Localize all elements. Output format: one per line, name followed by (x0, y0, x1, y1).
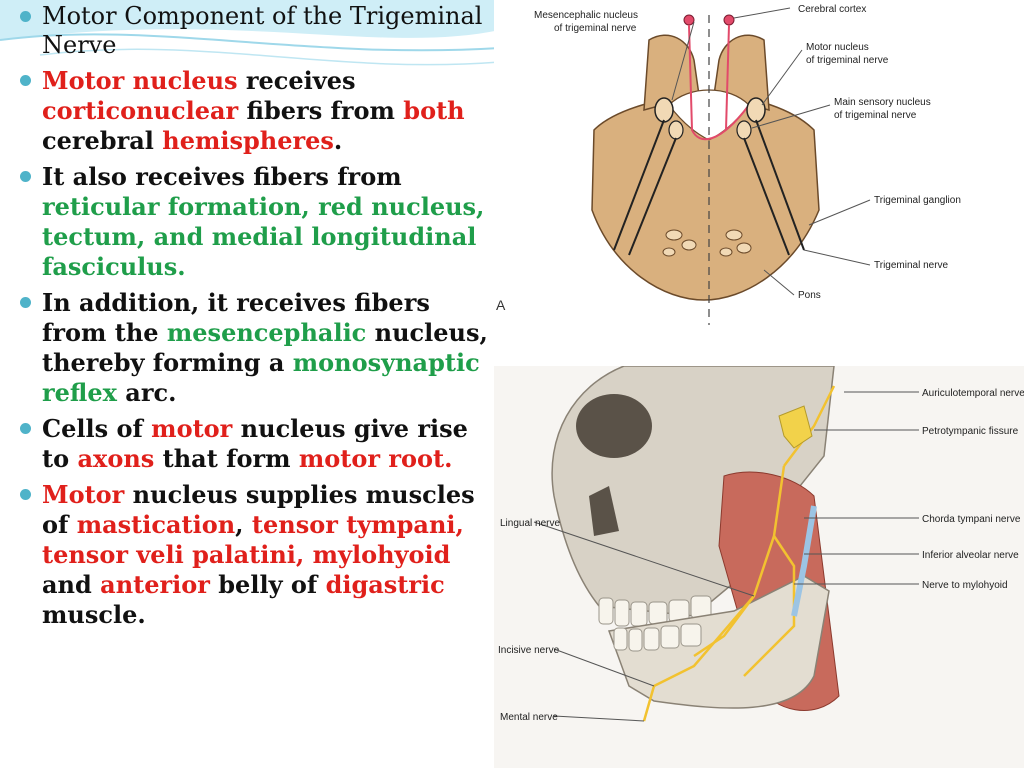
label-motor-nucleus-1: Motor nucleus (806, 42, 869, 53)
slide-title-bullet: Motor Component of the Trigeminal Nerve (18, 2, 488, 60)
label-trigeminal-nerve: Trigeminal nerve (874, 260, 949, 271)
bullet-dot-icon (20, 171, 31, 182)
bullet-text-segment: nucleus supplies muscles of (42, 480, 475, 539)
bullet-text-segment: In addition, it receives fibers from the (42, 288, 430, 347)
bullet-item: Motor nucleus supplies muscles of mastic… (18, 480, 488, 630)
label-auriculotemporal: Auriculotemporal nerve (922, 388, 1024, 399)
bullet-text-segment: Motor nucleus (42, 66, 238, 95)
bullet-item: Motor nucleus receives corticonuclear fi… (18, 66, 488, 156)
figure-letter: A (496, 297, 506, 313)
bullet-text-segment: muscle. (42, 600, 146, 629)
bullet-text-segment: fibers from (238, 96, 404, 125)
bullet-text-segment: reticular formation, red nucleus, tectum… (42, 192, 485, 281)
label-mental: Mental nerve (500, 712, 558, 723)
bullet-text-segment: motor root. (298, 444, 453, 473)
bullet-text-segment: It also receives fibers from (42, 162, 402, 191)
label-inferior-alveolar: Inferior alveolar nerve (922, 550, 1019, 561)
bullet-text-segment: . (333, 126, 343, 155)
skull-mandible-illustration: Auriculotemporal nerve Petrotympanic fis… (494, 366, 1024, 768)
bullet-text-segment: receives (237, 66, 356, 95)
label-main-sensory-1: Main sensory nucleus (834, 97, 931, 108)
bullet-dot-icon (20, 489, 31, 500)
bullet-text-segment: mesencephalic (166, 318, 367, 347)
bullet-text-segment: both (403, 96, 465, 125)
label-nerve-to-mylohyoid: Nerve to mylohyoid (922, 580, 1008, 591)
bullet-text-segment: Motor Component of the Trigeminal Nerve (42, 2, 483, 59)
bullet-dot-icon (20, 297, 31, 308)
label-petrotympanic: Petrotympanic fissure (922, 426, 1019, 437)
bullet-text-segment: hemispheres (162, 126, 334, 155)
bullet-text-segment: corticonuclear (42, 96, 239, 125)
bullet-item: Cells of motor nucleus give rise to axon… (18, 414, 488, 474)
bullet-dot-icon (20, 11, 31, 22)
label-trigeminal-ganglion: Trigeminal ganglion (874, 195, 961, 206)
decorative-swoosh (0, 0, 500, 66)
label-chorda-tympani: Chorda tympani nerve (922, 514, 1021, 525)
bullet-text-segment: cerebral (42, 126, 163, 155)
bullet-item: It also receives fibers from reticular f… (18, 162, 488, 282)
bullet-dot-icon (20, 423, 31, 434)
label-cerebral-cortex: Cerebral cortex (798, 4, 866, 15)
pons-diagram: Mesencephalic nucleus of trigeminal nerv… (494, 0, 1024, 330)
bullet-text-segment: nucleus give rise to (42, 414, 468, 473)
bullet-text-segment: arc. (116, 378, 177, 407)
label-incisive: Incisive nerve (498, 645, 560, 656)
label-motor-nucleus-2: of trigeminal nerve (806, 55, 889, 66)
bullet-text-segment: Cells of (42, 414, 152, 443)
bullet-text-segment: motor (151, 414, 233, 443)
label-mesencephalic-2: of trigeminal nerve (554, 23, 637, 34)
bullet-text-segment: tensor tympani, tensor veli palatini, my… (42, 510, 464, 569)
bullet-text-segment: belly of (209, 570, 326, 599)
label-main-sensory-2: of trigeminal nerve (834, 110, 917, 121)
bullet-text-segment: that form (154, 444, 299, 473)
bullet-dot-icon (20, 75, 31, 86)
bullet-text-segment: mastication (76, 510, 236, 539)
bullet-item: In addition, it receives fibers from the… (18, 288, 488, 408)
label-mesencephalic-1: Mesencephalic nucleus (534, 10, 638, 21)
bullet-text-segment: anterior (100, 570, 210, 599)
bullet-text-segment: digastric (325, 570, 445, 599)
bullet-text-segment: monosynaptic reflex (42, 348, 480, 407)
bullet-text-segment: axons (77, 444, 155, 473)
bullet-text-segment: Motor (42, 480, 125, 509)
label-pons: Pons (798, 290, 821, 301)
bullet-text-segment: , (235, 510, 252, 539)
bullet-text-segment: and (42, 570, 101, 599)
bullet-text-segment: nucleus, thereby forming a (42, 318, 488, 377)
label-lingual: Lingual nerve (500, 518, 560, 529)
